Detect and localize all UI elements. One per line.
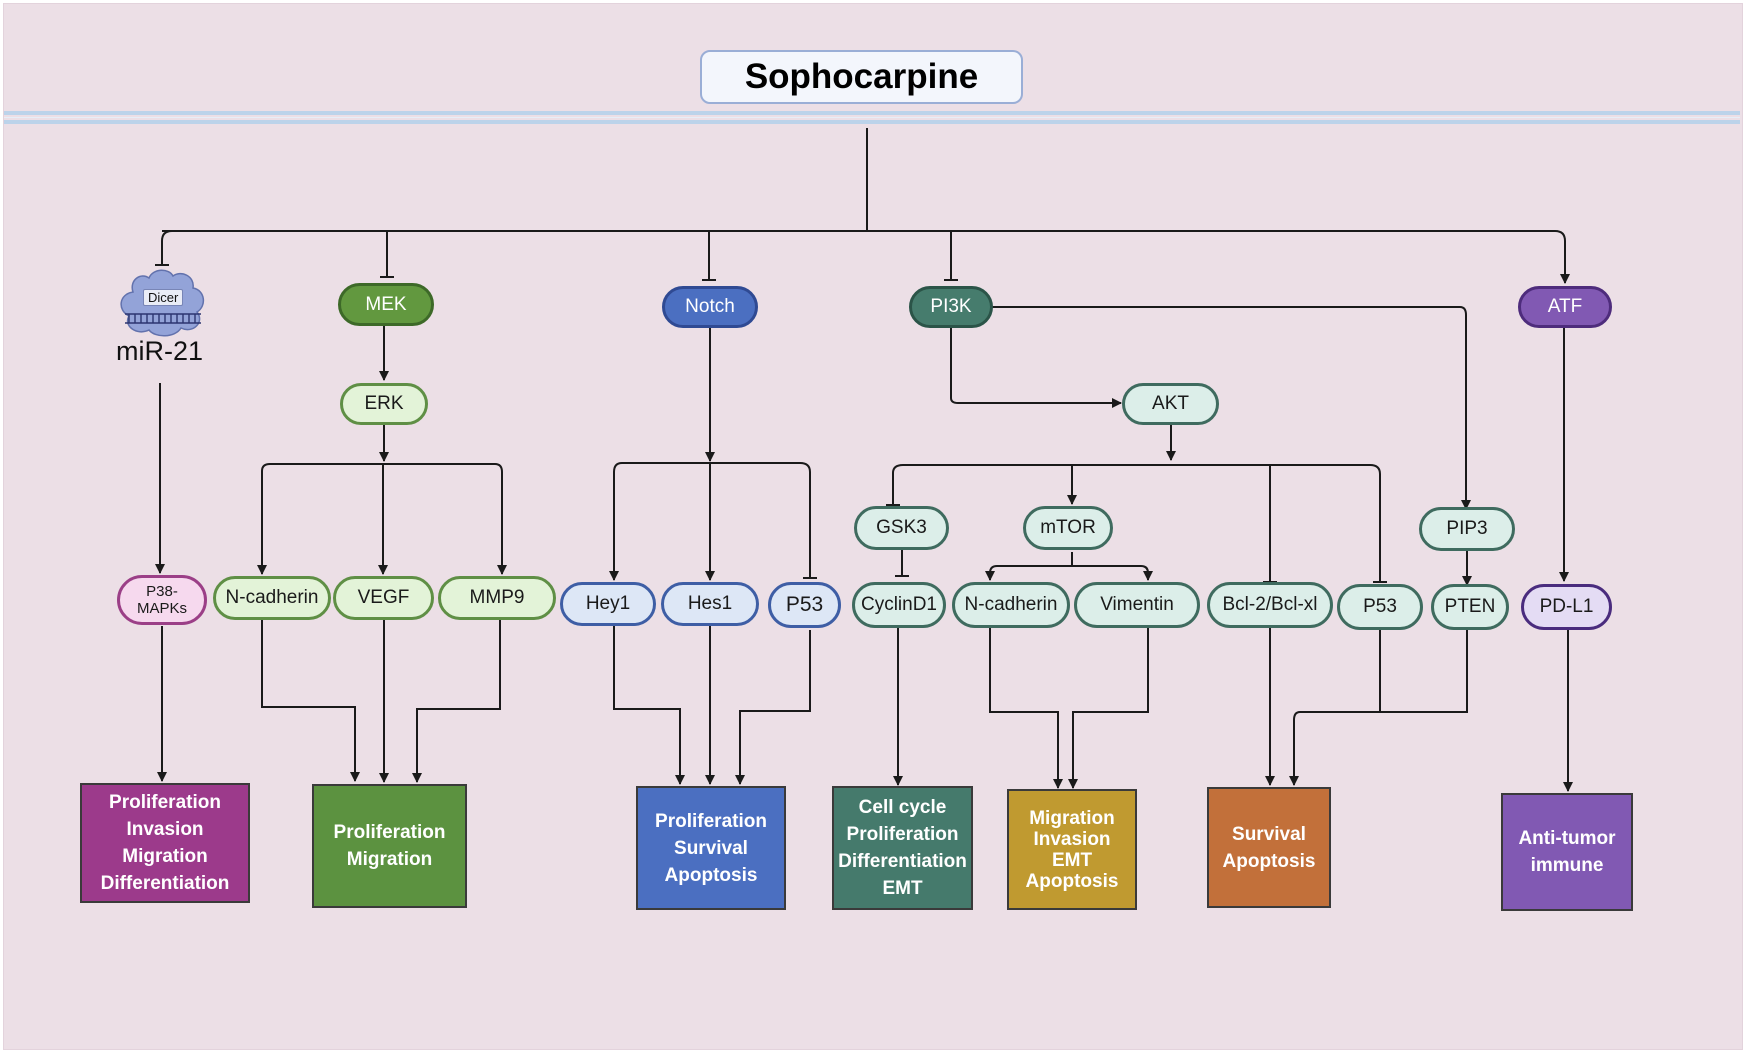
node-cyclind1: CyclinD1 bbox=[852, 582, 946, 628]
hey1-merge bbox=[613, 626, 685, 785]
node-ncadherin-mtor: N-cadherin bbox=[952, 582, 1070, 628]
node-vimentin: Vimentin bbox=[1074, 582, 1200, 628]
ncad1-merge bbox=[261, 620, 360, 782]
node-gsk3: GSK3 bbox=[854, 506, 949, 550]
mmp9-merge bbox=[412, 620, 501, 783]
akt-split-bar bbox=[892, 464, 1381, 504]
outcome-gsk3: Cell cycle Proliferation Differentiation… bbox=[832, 786, 973, 910]
node-pi3k: PI3K bbox=[909, 286, 993, 328]
drug-title: Sophocarpine bbox=[700, 50, 1023, 104]
vimentin-merge bbox=[1068, 628, 1149, 789]
node-p53-akt: P53 bbox=[1337, 584, 1423, 630]
mirna-label: miR-21 bbox=[116, 336, 204, 366]
notch-split-bar bbox=[613, 462, 811, 474]
outcome-mek: Proliferation Migration bbox=[312, 784, 467, 908]
node-hes1: Hes1 bbox=[661, 582, 759, 626]
outcome-atf: Anti-tumor immune bbox=[1501, 793, 1633, 911]
node-bcl2: Bcl-2/Bcl-xl bbox=[1207, 582, 1333, 628]
membrane-line bbox=[4, 111, 1740, 115]
node-atf: ATF bbox=[1518, 286, 1612, 328]
p53a-merge bbox=[735, 630, 811, 785]
outcome-notch: Proliferation Survival Apoptosis bbox=[636, 786, 786, 910]
ncad2-merge bbox=[989, 628, 1063, 789]
node-mtor: mTOR bbox=[1023, 506, 1113, 550]
node-mek: MEK bbox=[338, 283, 434, 326]
node-p38: P38- MAPKs bbox=[117, 575, 207, 625]
node-pdl1: PD-L1 bbox=[1521, 584, 1612, 630]
p53b-merge bbox=[1289, 630, 1381, 786]
node-ncadherin-mek: N-cadherin bbox=[213, 576, 331, 620]
branch-bar bbox=[162, 230, 1566, 242]
outcome-mtor: Migration Invasion EMT Apoptosis bbox=[1007, 789, 1137, 910]
outcome-mirna: Proliferation Invasion Migration Differe… bbox=[80, 783, 250, 903]
node-hey1: Hey1 bbox=[560, 582, 656, 626]
outcome-survival: Survival Apoptosis bbox=[1207, 787, 1331, 908]
node-pten: PTEN bbox=[1431, 584, 1509, 630]
node-p53-notch: P53 bbox=[768, 582, 841, 628]
mtor-split-bar bbox=[989, 565, 1149, 578]
node-notch: Notch bbox=[662, 286, 758, 328]
arrow-to-akt bbox=[950, 326, 1122, 408]
pten-merge bbox=[1300, 630, 1468, 713]
node-erk: ERK bbox=[340, 383, 428, 425]
node-vegf: VEGF bbox=[333, 576, 434, 620]
dicer-label: Dicer bbox=[143, 289, 184, 306]
erk-split-bar bbox=[261, 463, 503, 473]
pi3k-to-pip3 bbox=[992, 306, 1471, 510]
node-pip3: PIP3 bbox=[1419, 507, 1515, 551]
membrane-line bbox=[4, 120, 1740, 124]
node-akt: AKT bbox=[1122, 383, 1219, 425]
node-mmp9: MMP9 bbox=[438, 576, 556, 620]
branch-bar-left bbox=[161, 230, 173, 242]
membrane-line bbox=[4, 117, 1740, 118]
